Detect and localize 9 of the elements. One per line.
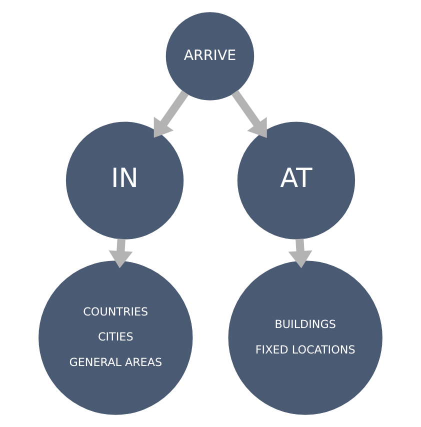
arrow (231, 90, 267, 138)
arrow (288, 238, 312, 268)
node-circle: COUNTRIES CITIES GENERAL AREAS (38, 260, 193, 415)
arrow (108, 238, 133, 268)
node-circle: AT (237, 122, 356, 240)
node-circle: ARRIVE (166, 12, 254, 100)
arrow (154, 90, 189, 138)
node-circle: BUILDINGS FIXED LOCATIONS (228, 260, 382, 415)
node-circle: IN (66, 122, 184, 240)
